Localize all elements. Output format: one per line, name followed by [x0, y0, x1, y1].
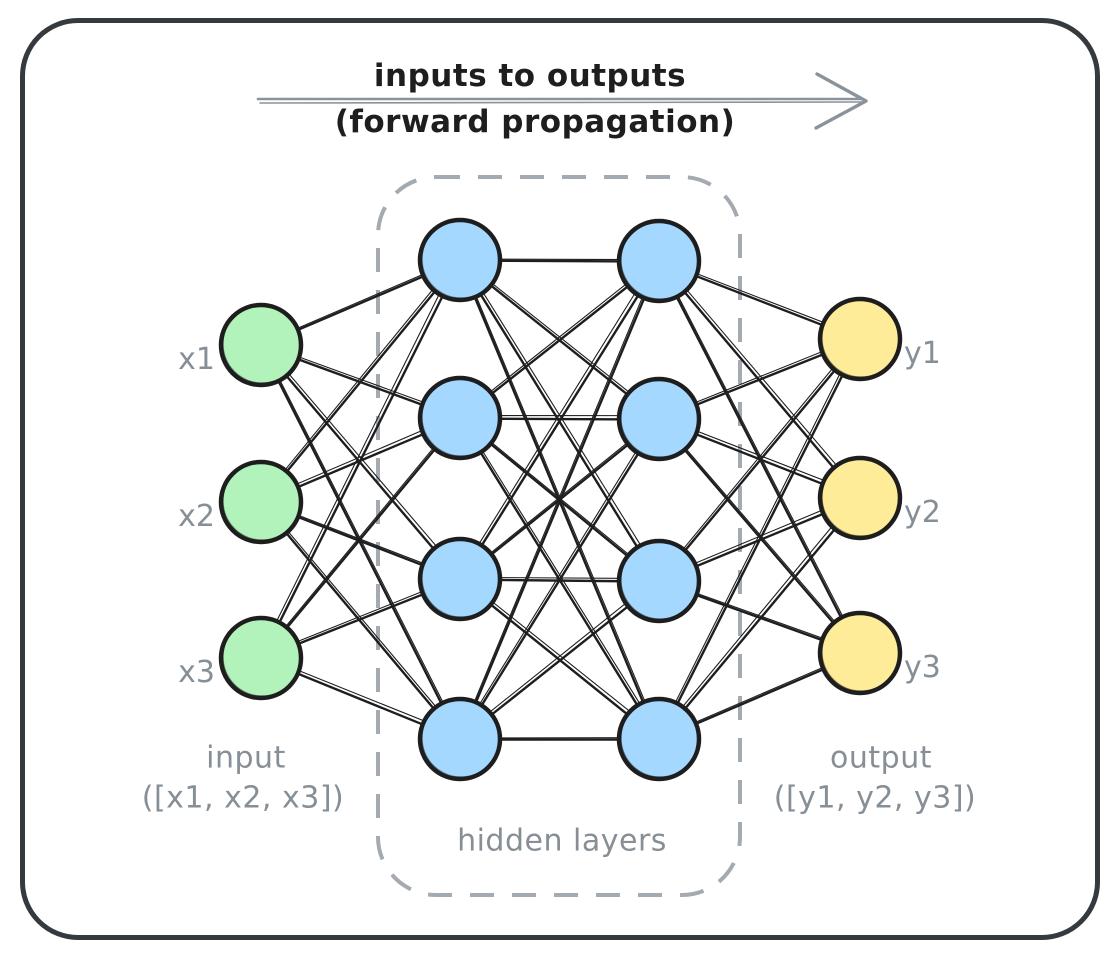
node-sketch-rim — [620, 540, 700, 620]
edge-sketch-stroke — [258, 257, 458, 658]
edge — [658, 338, 862, 741]
edge — [658, 338, 862, 583]
edge-sketch-stroke — [458, 259, 659, 740]
node-hidden-1-4 — [417, 696, 503, 782]
forward-arrow — [256, 72, 868, 130]
node-hidden-1-2 — [417, 375, 503, 461]
diagram-card — [20, 18, 1100, 940]
node-sketch-rim — [222, 304, 302, 384]
hidden-layers-box — [376, 175, 742, 897]
node-sketch-rim — [821, 612, 901, 692]
edge-sketch-stroke — [457, 577, 658, 738]
edge — [260, 259, 462, 660]
node-label-y1: y1 — [904, 336, 941, 371]
edge-sketch-stroke — [659, 259, 862, 653]
node-output-2 — [817, 455, 903, 541]
node-sketch-rim — [620, 220, 700, 300]
node-sketch-rim — [421, 698, 501, 778]
node-output-3 — [817, 610, 903, 696]
node-hidden-1-1 — [417, 217, 503, 303]
node-hidden-2-4 — [616, 696, 702, 782]
node-sketch-rim — [620, 378, 700, 458]
arrowhead-icon — [814, 72, 868, 130]
node-sketch-rim — [620, 698, 700, 778]
node-hidden-2-1 — [616, 218, 702, 304]
output-caption-line-2: ([y1, y2, y3]) — [773, 780, 977, 816]
node-sketch-rim — [821, 457, 901, 537]
input-caption-line-2: ([x1, x2, x3]) — [141, 780, 345, 816]
edge-sketch-stroke — [460, 576, 662, 737]
edge-sketch-stroke — [259, 257, 459, 502]
edge — [260, 259, 462, 504]
edge — [259, 344, 461, 741]
edge — [658, 497, 862, 741]
node-hidden-2-3 — [616, 538, 702, 624]
edge-sketch-stroke — [656, 337, 859, 739]
node-output-1 — [817, 296, 903, 382]
edge — [458, 578, 660, 741]
edge-sketch-stroke — [259, 416, 460, 658]
edge — [459, 418, 661, 741]
node-sketch-rim — [421, 219, 501, 299]
input-caption-line-1: input — [206, 740, 286, 776]
node-hidden-1-3 — [417, 536, 503, 622]
node-label-x3: x3 — [178, 655, 215, 690]
edges — [258, 257, 864, 741]
edge — [259, 501, 461, 741]
edge-sketch-stroke — [458, 258, 659, 418]
nodes: x1 x2 x3 y1 y2 y3 — [178, 217, 941, 782]
edge-sketch-stroke — [457, 258, 657, 579]
edge-sketch-stroke — [659, 417, 862, 653]
node-input-1 — [218, 302, 304, 388]
node-hidden-2-2 — [616, 376, 702, 462]
node-label-x2: x2 — [178, 499, 215, 534]
node-sketch-rim — [222, 617, 302, 697]
output-caption-line-1: output — [830, 740, 932, 776]
node-sketch-rim — [222, 461, 302, 541]
edge-sketch-stroke — [458, 417, 658, 739]
edge-sketch-stroke — [656, 495, 858, 739]
node-input-2 — [218, 459, 304, 545]
edge — [260, 417, 462, 660]
edge — [459, 580, 661, 741]
node-sketch-rim — [421, 538, 501, 618]
edge — [459, 260, 661, 741]
title-line-1: inputs to outputs — [373, 58, 687, 94]
node-label-y3: y3 — [904, 650, 941, 685]
node-sketch-rim — [821, 298, 901, 378]
hidden-layers-caption: hidden layers — [457, 823, 667, 859]
node-label-y2: y2 — [904, 495, 941, 530]
edge — [459, 260, 661, 581]
node-input-3 — [218, 615, 304, 701]
title-line-2: (forward propagation) — [334, 104, 736, 140]
edge-sketch-stroke — [657, 336, 859, 581]
node-sketch-rim — [421, 377, 501, 457]
node-label-x1: x1 — [178, 342, 215, 377]
forward-arrow-shaft-2 — [259, 101, 863, 104]
edge — [459, 260, 661, 420]
